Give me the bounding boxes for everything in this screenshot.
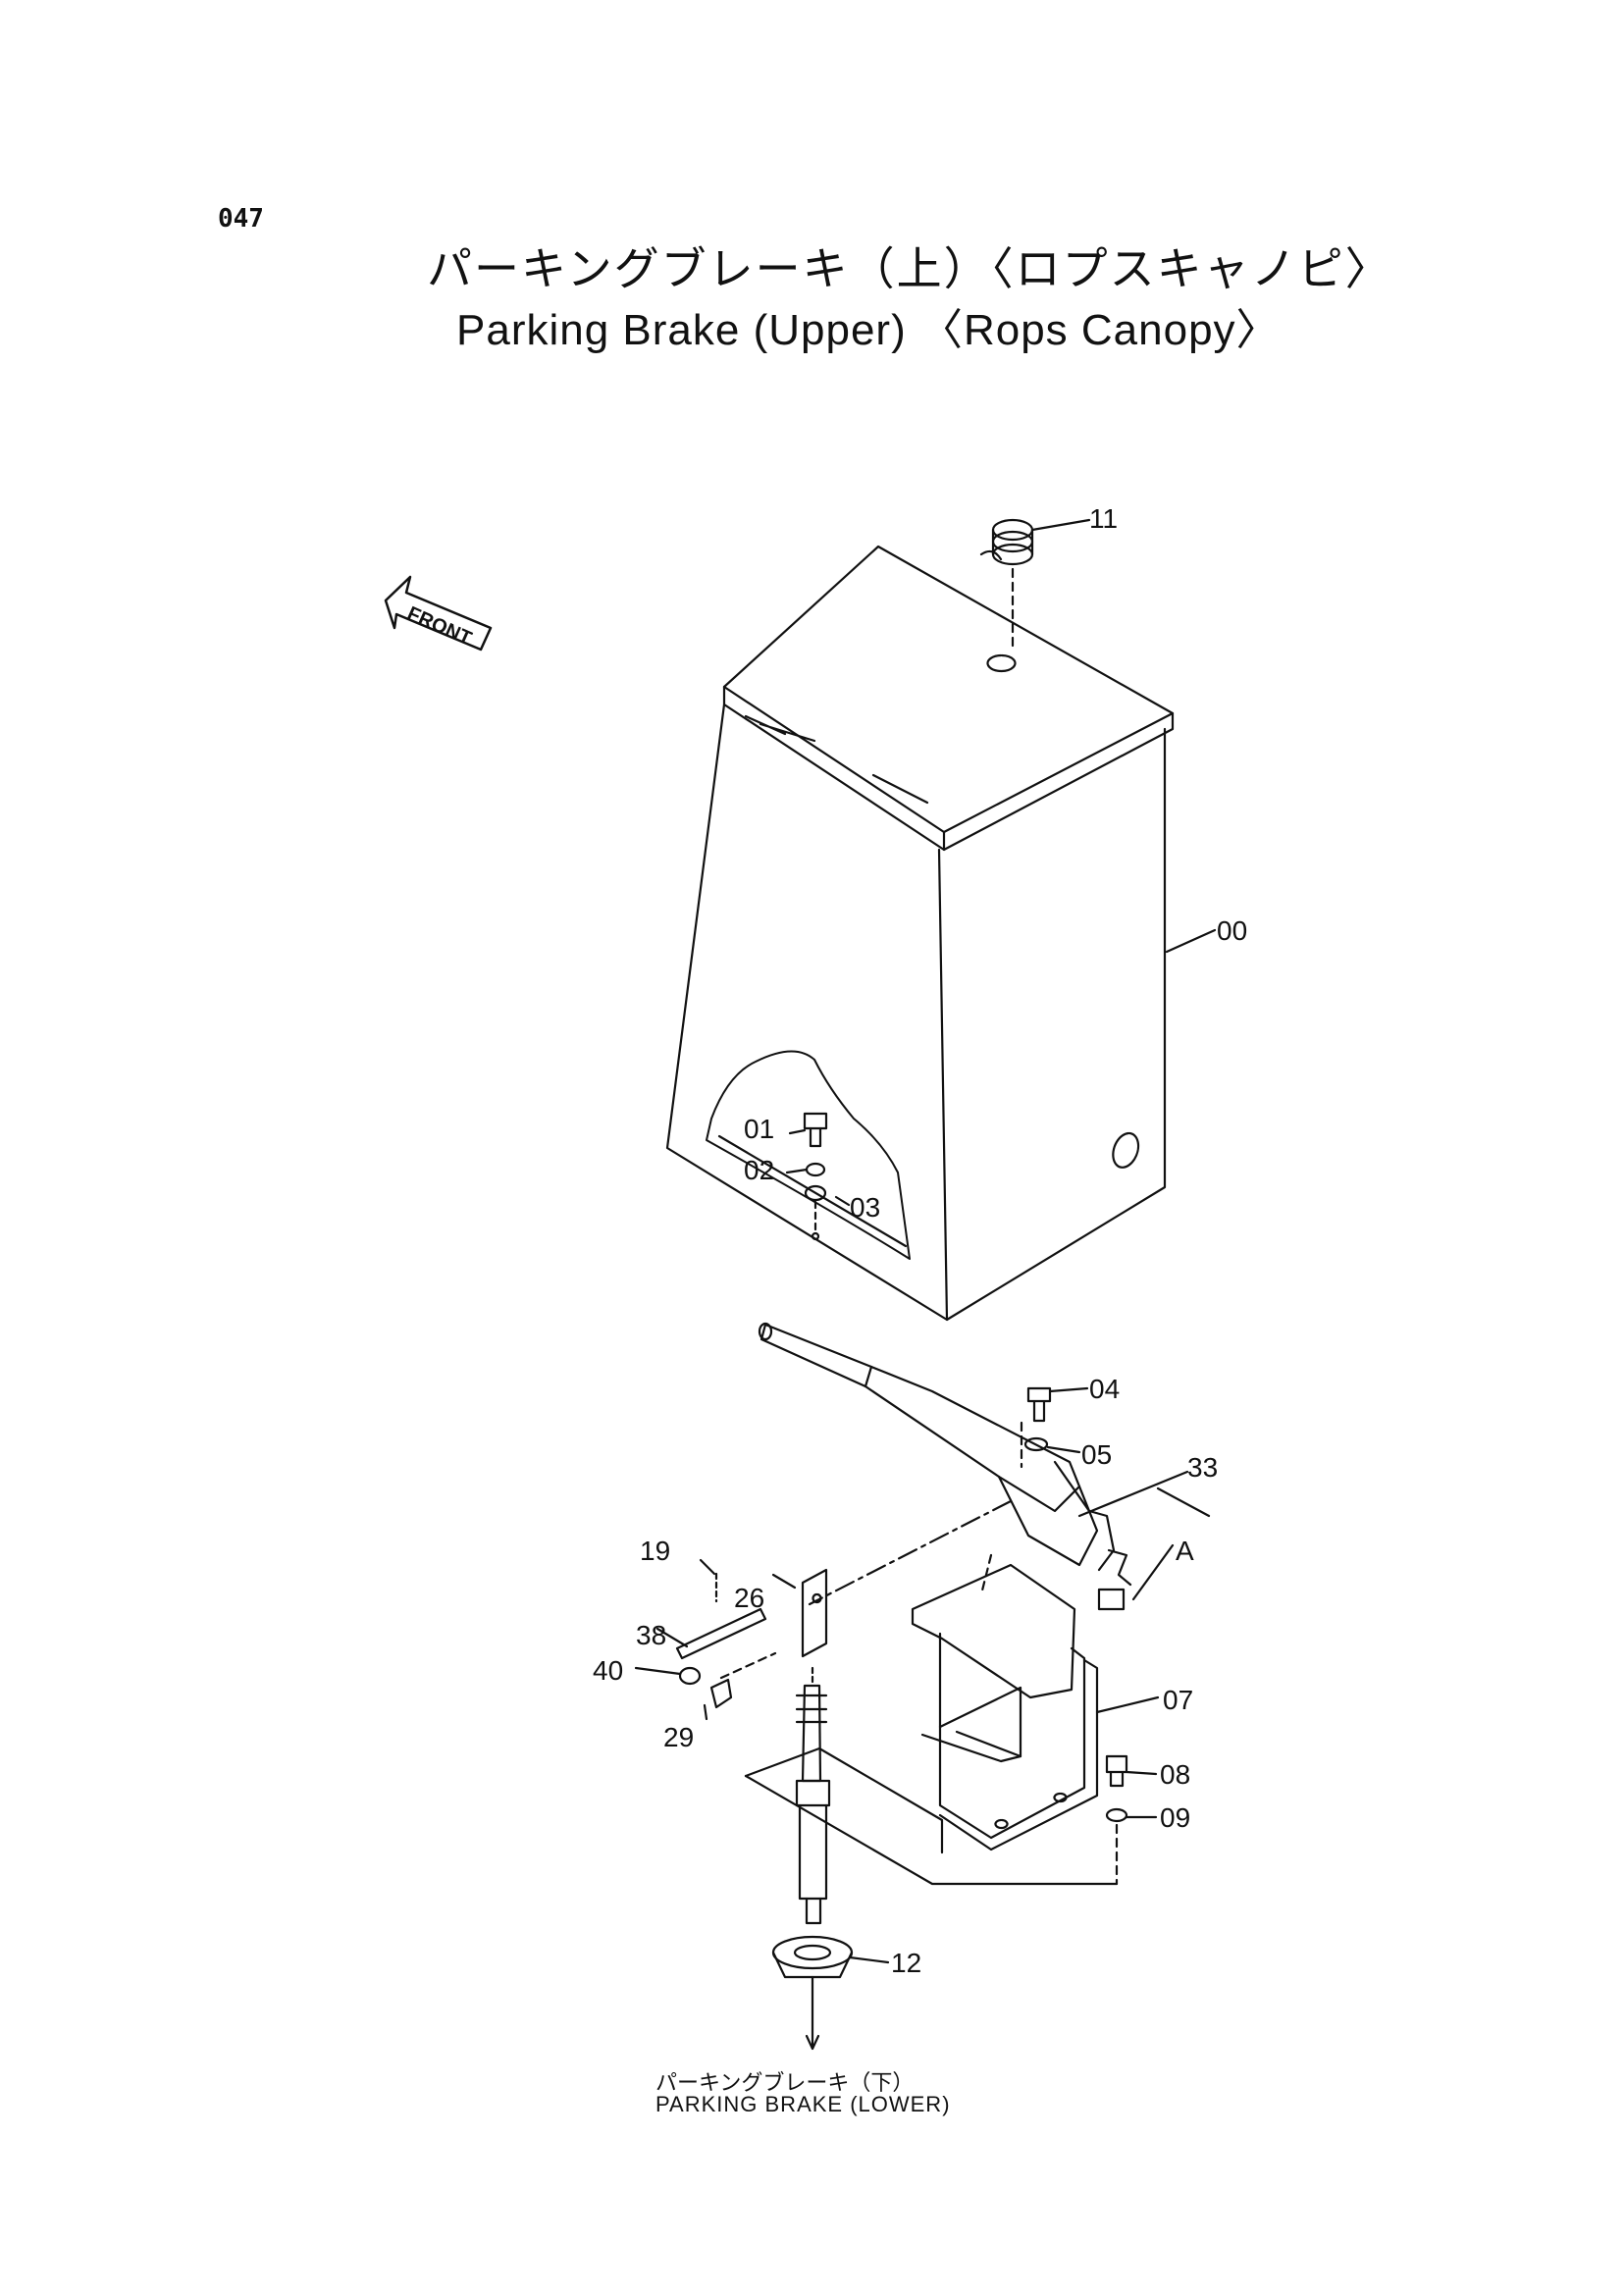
callout-12: 12 [891, 1948, 921, 1978]
title-english: Parking Brake (Upper) 〈Rops Canopy〉 [456, 306, 1281, 354]
bracket-07 [911, 1553, 1160, 1851]
cover-box [665, 545, 1175, 1322]
callout-08: 08 [1160, 1759, 1190, 1790]
parts-01-03 [785, 1112, 851, 1241]
title-japanese: パーキングブレーキ（上）〈ロプスキャノピ〉 [427, 242, 1392, 295]
callout-29: 29 [663, 1722, 694, 1752]
brake-rod [795, 1666, 831, 1925]
callout-40: 40 [593, 1655, 623, 1686]
callout-11: 11 [1089, 503, 1118, 534]
callout-01: 01 [744, 1114, 774, 1144]
callout-labels: 11 00 01 02 03 04 05 33 A 19 26 38 40 29… [593, 503, 1247, 1978]
callout-33: 33 [1187, 1452, 1218, 1483]
callout-38: 38 [636, 1620, 666, 1650]
callout-19: 19 [640, 1536, 670, 1566]
callout-26: 26 [734, 1583, 764, 1613]
callout-02: 02 [744, 1155, 774, 1185]
footer-japanese: パーキングブレーキ（下） [655, 2071, 915, 2096]
callout-03: 03 [850, 1192, 880, 1223]
front-arrow-icon: FRONT [384, 575, 493, 652]
footer-english: PARKING BRAKE (LOWER) [655, 2092, 951, 2116]
brake-lever [758, 1322, 1132, 1611]
front-label: FRONT [404, 602, 475, 650]
page-number: 047 [218, 204, 264, 234]
part-11-knob [979, 518, 1091, 650]
callout-00: 00 [1217, 915, 1247, 946]
callout-05: 05 [1081, 1439, 1112, 1470]
callout-07: 07 [1163, 1685, 1193, 1715]
callout-A: A [1176, 1536, 1194, 1566]
callout-04: 04 [1089, 1374, 1120, 1404]
callout-09: 09 [1160, 1802, 1190, 1833]
